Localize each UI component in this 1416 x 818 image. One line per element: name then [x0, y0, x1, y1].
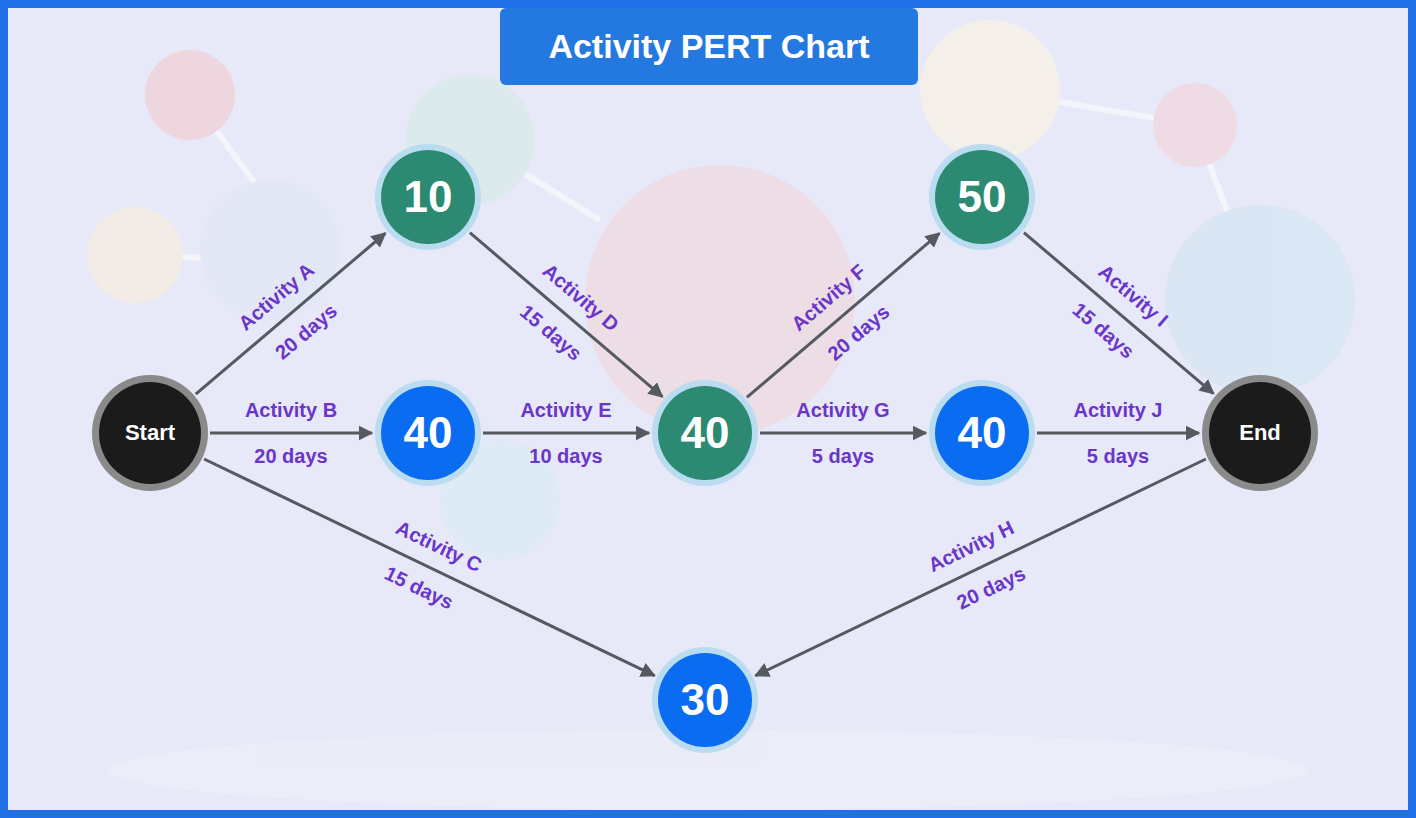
event-circle: 40 [929, 380, 1035, 486]
activity-arrow [204, 459, 654, 676]
activity-arrow [470, 233, 663, 397]
activity-arrow [1037, 432, 1199, 435]
activity-label: Activity F 20 days [773, 246, 913, 384]
activity-arrow [760, 432, 926, 435]
terminal-circle: Start [92, 375, 208, 491]
activity-arrow [755, 459, 1205, 676]
activity-label: Activity J 5 days [1069, 387, 1167, 479]
activity-label: Activity G 5 days [793, 387, 893, 479]
node-label: 10 [404, 172, 453, 222]
node-label: 50 [958, 172, 1007, 222]
node-label: 40 [958, 408, 1007, 458]
activity-arrow [210, 432, 372, 435]
node-label: End [1239, 420, 1281, 446]
activity-label: Activity H 20 days [913, 503, 1048, 632]
event-circle: 50 [929, 144, 1035, 250]
event-circle: 30 [652, 647, 758, 753]
terminal-circle: End [1202, 375, 1318, 491]
event-circle: 40 [375, 380, 481, 486]
activity-arrow [747, 233, 940, 397]
activity-label: Activity B 20 days [238, 387, 344, 479]
activity-label: Activity E 10 days [513, 387, 619, 479]
activity-arrow [483, 432, 649, 435]
activity-arrow [1024, 233, 1214, 394]
activity-label: Activity I 15 days [1050, 245, 1187, 381]
activity-label: Activity C 15 days [362, 503, 497, 632]
node-label: 40 [681, 408, 730, 458]
activity-label: Activity D 15 days [496, 245, 636, 384]
node-label: 40 [404, 408, 453, 458]
node-label: 30 [681, 675, 730, 725]
event-circle: 10 [375, 144, 481, 250]
chart-title: Activity PERT Chart [500, 8, 918, 85]
activity-arrow [196, 233, 386, 394]
activity-label: Activity A 20 days [220, 244, 360, 383]
event-circle: 40 [652, 380, 758, 486]
node-label: Start [125, 420, 175, 446]
